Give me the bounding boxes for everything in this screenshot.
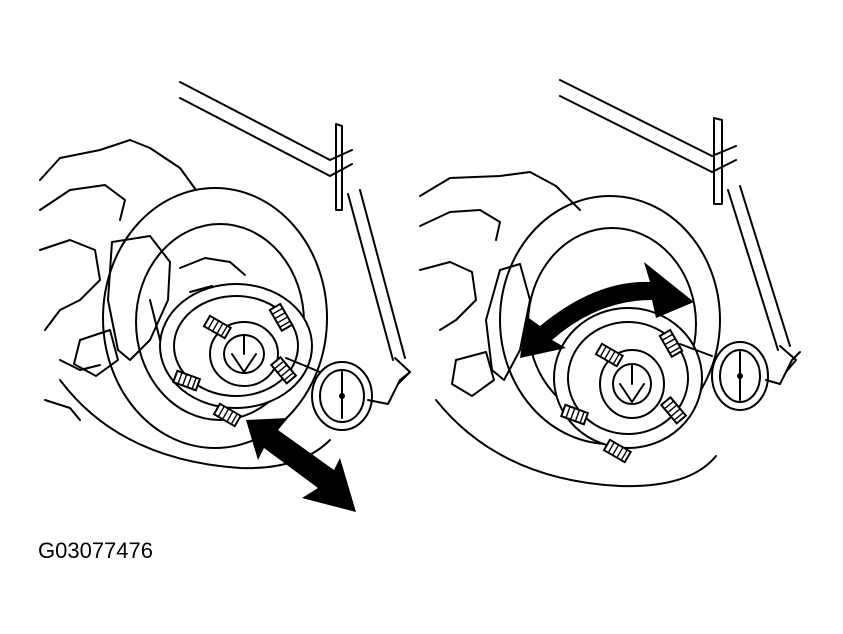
left-backing-plate (102, 187, 328, 449)
right-vehicle-body (419, 171, 581, 331)
left-knuckle (73, 235, 246, 377)
left-vehicle-body (39, 139, 197, 421)
right-panel-runout-check (419, 79, 801, 488)
right-indicator-stand (559, 79, 797, 373)
right-hub-assembly (553, 307, 703, 464)
left-dial-indicator (285, 357, 411, 431)
figure-code-label: G03077476 (38, 538, 153, 563)
left-panel-axial-check (39, 81, 411, 512)
left-hub-assembly (159, 283, 313, 428)
right-knuckle (451, 263, 531, 397)
right-dial-indicator (679, 341, 801, 411)
left-axial-motion-arrow (246, 418, 356, 512)
left-indicator-stand (179, 81, 411, 385)
right-rotation-motion-arrow (520, 262, 694, 358)
